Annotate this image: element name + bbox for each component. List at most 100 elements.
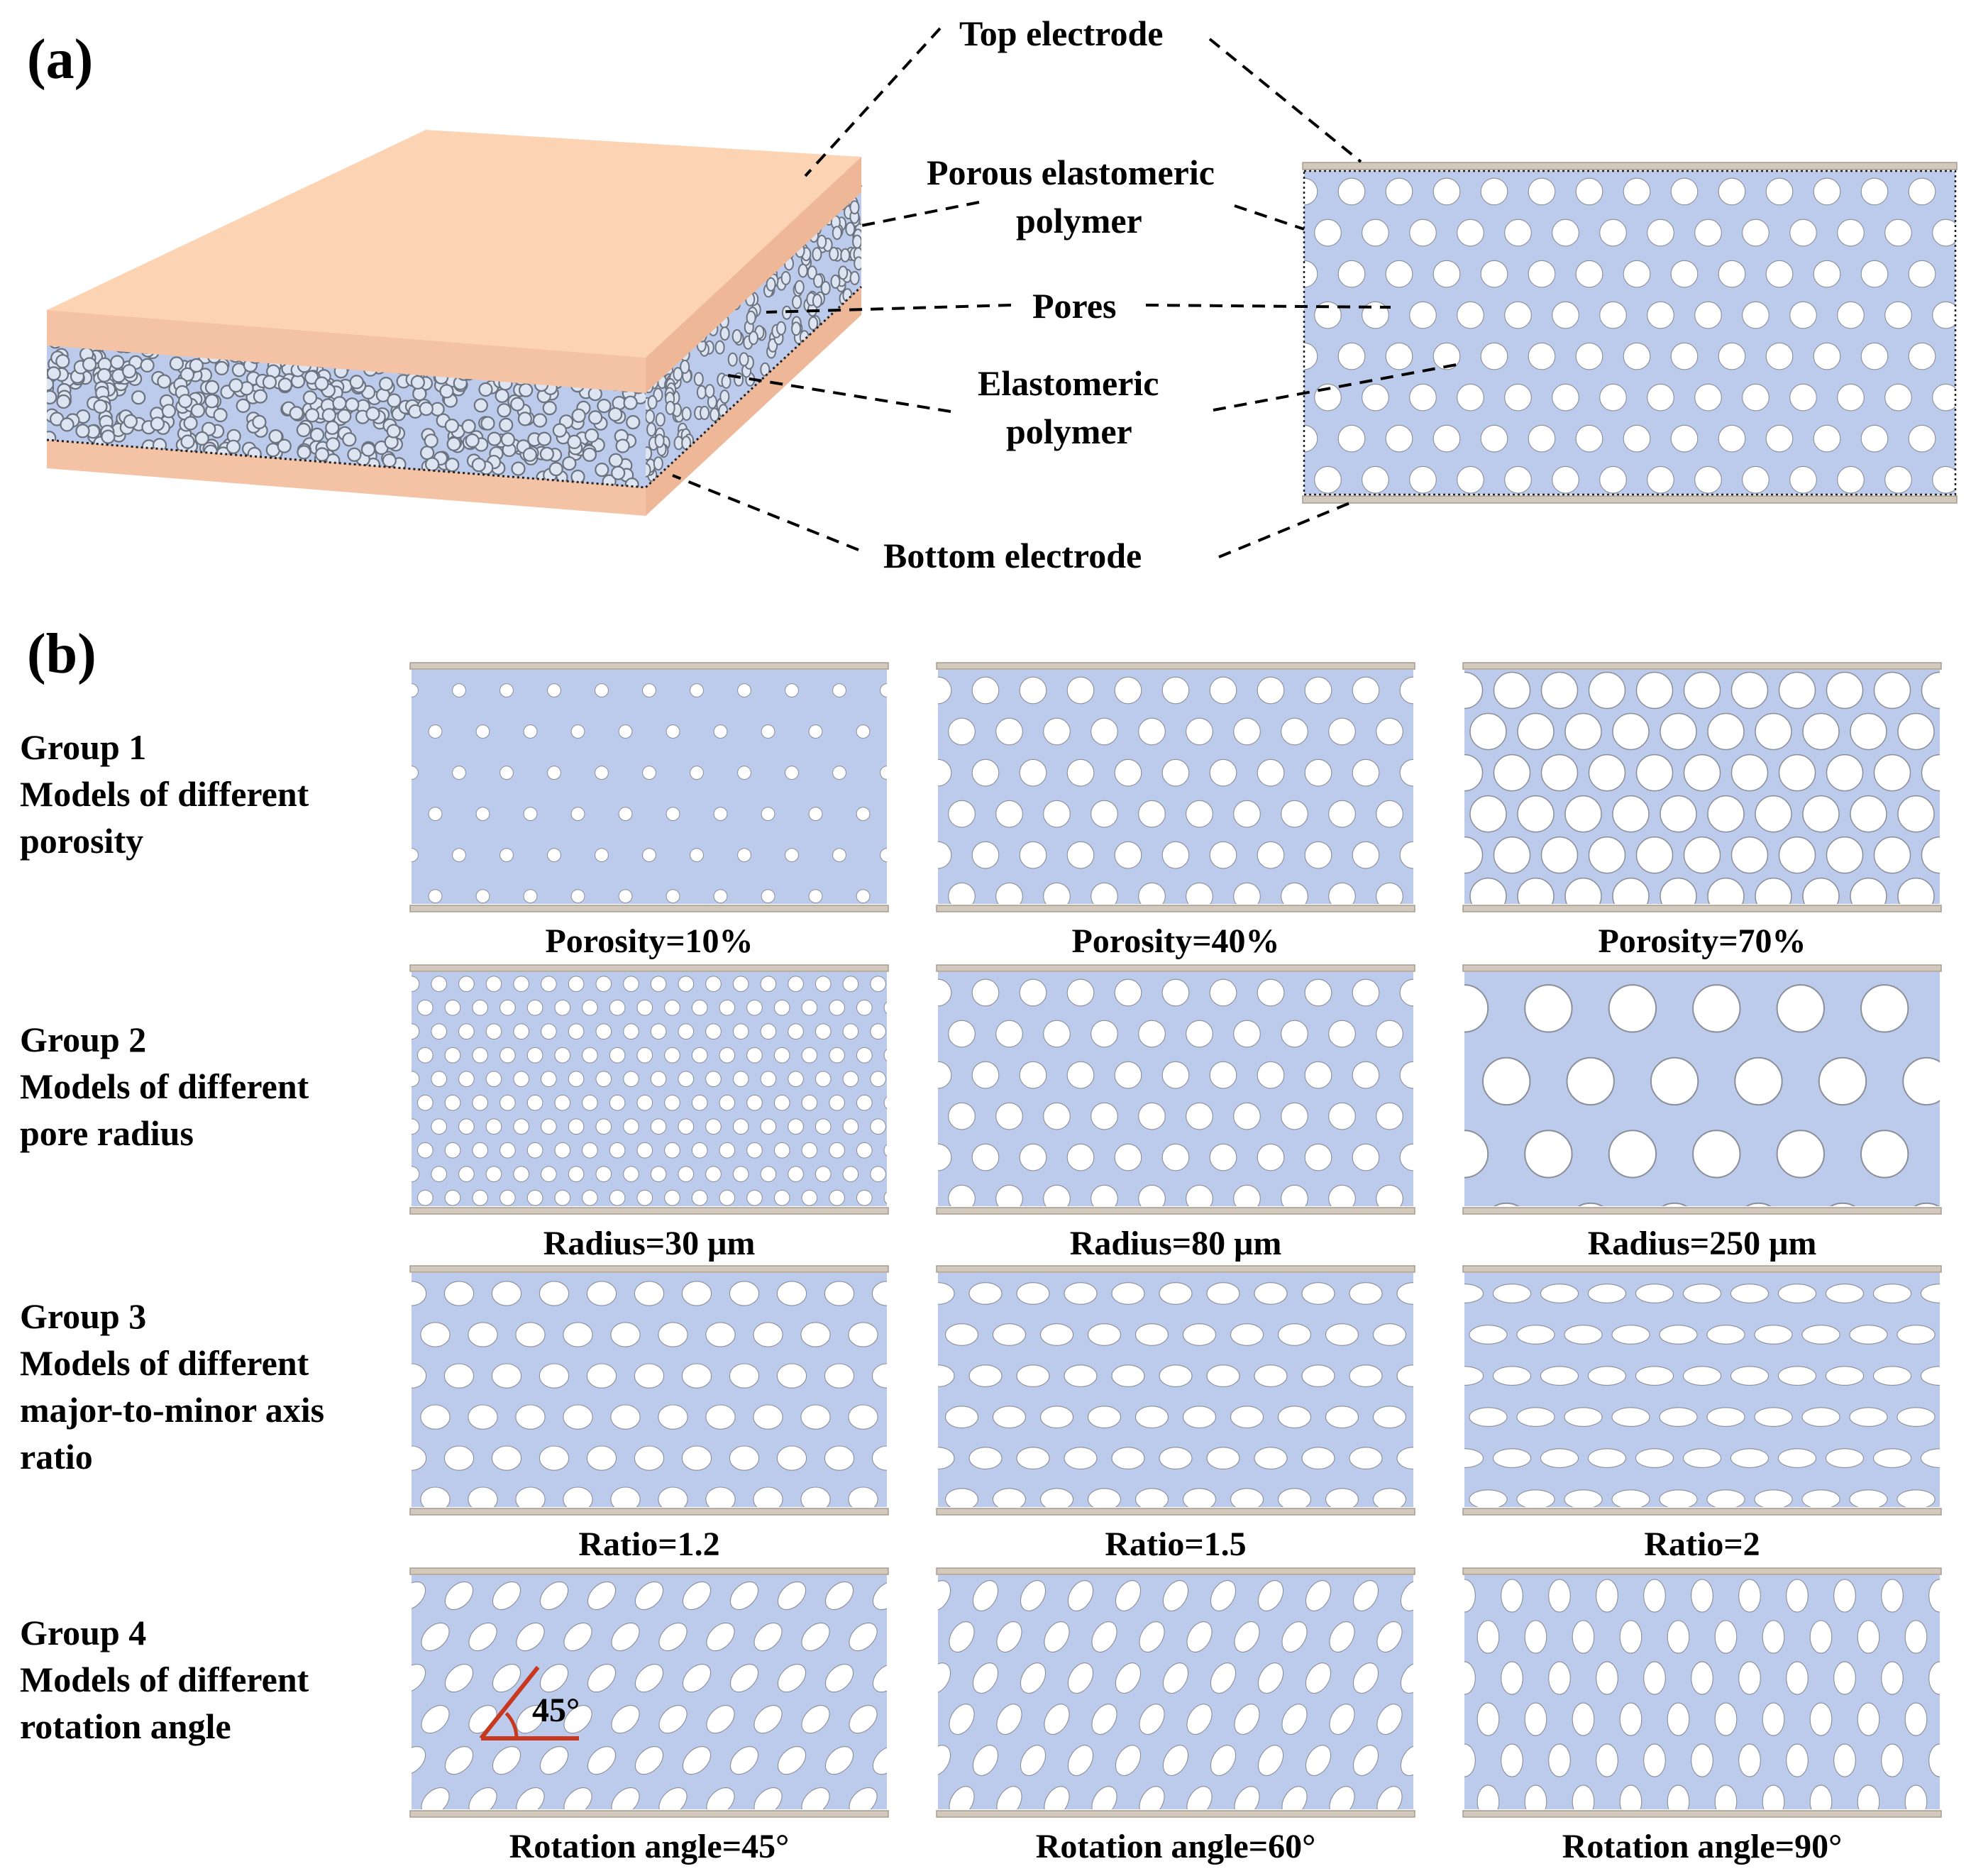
pore	[570, 724, 585, 739]
pore	[883, 1191, 887, 1205]
pore	[523, 724, 538, 739]
pore	[971, 1061, 1000, 1089]
pore	[1481, 507, 1508, 534]
pore	[1777, 1448, 1817, 1468]
pore	[444, 1047, 461, 1064]
pore	[944, 1488, 979, 1507]
pore	[1400, 1580, 1413, 1611]
pore	[1789, 219, 1817, 247]
pore	[595, 1023, 612, 1039]
pore	[1397, 1530, 1430, 1552]
pore	[1718, 260, 1746, 288]
pore	[705, 976, 722, 992]
pore	[1801, 1489, 1840, 1507]
pore	[1928, 1579, 1940, 1613]
pore	[1186, 1704, 1213, 1735]
pore	[843, 1214, 858, 1230]
pore	[1454, 1826, 1476, 1859]
pore	[871, 1363, 887, 1389]
pore	[444, 418, 460, 434]
pore	[337, 409, 352, 424]
pore	[753, 1486, 783, 1507]
pore	[1039, 1323, 1074, 1346]
pore	[1162, 1745, 1189, 1776]
pore	[729, 1281, 760, 1306]
pore	[1659, 1489, 1698, 1507]
label-porous-polymer: polymer	[1016, 201, 1142, 241]
pore	[849, 1705, 878, 1734]
pore	[610, 1322, 641, 1347]
group-description-line: Models of different	[20, 1066, 309, 1106]
pore	[1304, 424, 1318, 453]
pore	[595, 1166, 612, 1182]
pore	[554, 1142, 571, 1159]
pore	[788, 976, 804, 992]
pore	[1542, 920, 1578, 956]
polymer-matrix	[938, 670, 1413, 904]
pore	[968, 1282, 1003, 1305]
pore	[880, 766, 887, 780]
pore	[1066, 1061, 1095, 1089]
pore	[800, 1404, 831, 1430]
pore	[785, 766, 799, 780]
pore	[650, 1071, 667, 1087]
pore	[808, 316, 819, 331]
pore	[1850, 795, 1887, 833]
pore	[1635, 836, 1674, 874]
pore	[478, 382, 493, 397]
pore	[719, 999, 736, 1016]
pore	[714, 340, 725, 355]
pore	[1091, 1621, 1117, 1652]
pore	[1588, 671, 1626, 710]
pore	[1734, 1056, 1783, 1106]
pore	[766, 277, 776, 292]
pore	[871, 1445, 887, 1471]
pore	[1623, 260, 1651, 288]
pore	[262, 375, 277, 390]
pore	[829, 246, 839, 261]
pore	[1667, 1620, 1690, 1654]
pore	[1623, 342, 1651, 370]
pore	[382, 453, 397, 468]
pore	[472, 1142, 489, 1159]
pore	[870, 976, 886, 992]
pore	[801, 1047, 818, 1064]
pore	[386, 424, 401, 438]
pore	[611, 1705, 640, 1734]
top-electrode-strip	[936, 964, 1415, 972]
pore	[1159, 1282, 1193, 1305]
pore	[1161, 841, 1190, 869]
pore	[760, 1166, 777, 1182]
pore-field	[412, 1281, 887, 1507]
pore	[1115, 1745, 1142, 1776]
pore	[1956, 178, 1971, 205]
pore	[948, 1020, 976, 1048]
pore	[880, 848, 887, 862]
pore	[1493, 836, 1531, 874]
pore	[1254, 1282, 1288, 1305]
pore	[189, 358, 204, 373]
pore	[968, 1823, 1003, 1863]
pore	[253, 389, 267, 404]
pore	[1953, 1703, 1971, 1736]
pore	[824, 1445, 855, 1471]
pore	[526, 1047, 543, 1064]
pore	[1111, 1282, 1145, 1305]
pore	[586, 1363, 617, 1389]
pore	[801, 1622, 830, 1652]
pore	[891, 1782, 929, 1821]
pore	[1304, 758, 1332, 787]
pore	[938, 1745, 951, 1776]
pore	[297, 445, 311, 460]
pore	[1564, 795, 1602, 833]
pore	[582, 1047, 598, 1064]
pore	[808, 889, 823, 903]
pore	[1399, 978, 1413, 1007]
pore	[732, 976, 749, 992]
pore	[1779, 1531, 1816, 1550]
pore	[412, 1445, 427, 1471]
pore	[1301, 1447, 1335, 1469]
pore	[1908, 342, 1936, 370]
pore	[1596, 1661, 1618, 1695]
pore	[1754, 1407, 1793, 1427]
